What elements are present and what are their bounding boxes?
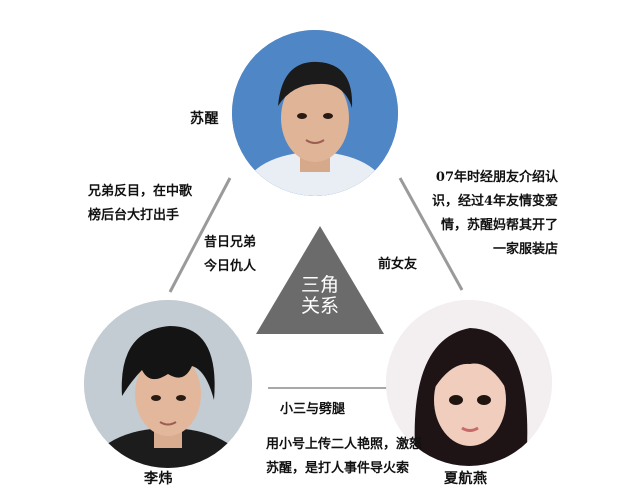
center-triangle bbox=[256, 226, 384, 334]
relation-right-outer-line3: 情，苏醒妈帮其开了 bbox=[440, 218, 558, 233]
relation-right-outer-line4: 一家服装店 bbox=[492, 242, 558, 257]
relation-left-outer: 兄弟反目，在中歌 榜后台大打出手 bbox=[88, 180, 192, 228]
relation-right-outer-line1: 07年时经朋友介绍认 bbox=[435, 170, 558, 185]
center-label-line1: 三角 bbox=[300, 274, 339, 296]
relation-bottom-desc-line2: 苏醒，是打人事件导火索 bbox=[266, 461, 410, 476]
portrait-right bbox=[386, 300, 552, 466]
name-top: 苏醒 bbox=[190, 111, 219, 127]
relation-left-inner: 昔日兄弟 今日仇人 bbox=[204, 231, 256, 279]
relation-right-outer-line2: 识，经过4年友情变爱 bbox=[431, 194, 558, 209]
relation-left-inner-line2: 今日仇人 bbox=[204, 259, 257, 274]
portrait-top bbox=[232, 30, 398, 196]
relation-bottom-title: 小三与劈腿 bbox=[280, 402, 346, 417]
relation-left-outer-line1: 兄弟反目，在中歌 bbox=[88, 184, 193, 199]
relation-right-inner: 前女友 bbox=[378, 257, 418, 272]
relation-right-outer: 07年时经朋友介绍认 识，经过4年友情变爱 情，苏醒妈帮其开了 一家服装店 bbox=[424, 166, 558, 262]
line-top-right bbox=[398, 177, 464, 291]
relation-left-outer-line2: 榜后台大打出手 bbox=[88, 208, 180, 223]
portrait-left bbox=[84, 300, 252, 468]
name-left: 李炜 bbox=[144, 471, 173, 487]
line-top-left bbox=[168, 177, 232, 293]
relation-bottom-desc-line1: 用小号上传二人艳照，激怒 bbox=[266, 437, 423, 452]
name-right: 夏航燕 bbox=[444, 471, 488, 487]
portrait-top-image bbox=[232, 30, 398, 196]
relation-bottom-desc: 用小号上传二人艳照，激怒 苏醒，是打人事件导火索 bbox=[266, 433, 422, 481]
portrait-right-image bbox=[386, 300, 552, 466]
portrait-left-image bbox=[84, 300, 252, 468]
center-label-line2: 关系 bbox=[300, 295, 339, 317]
center-label: 三角 关系 bbox=[285, 275, 355, 317]
relation-left-inner-line1: 昔日兄弟 bbox=[204, 235, 257, 250]
